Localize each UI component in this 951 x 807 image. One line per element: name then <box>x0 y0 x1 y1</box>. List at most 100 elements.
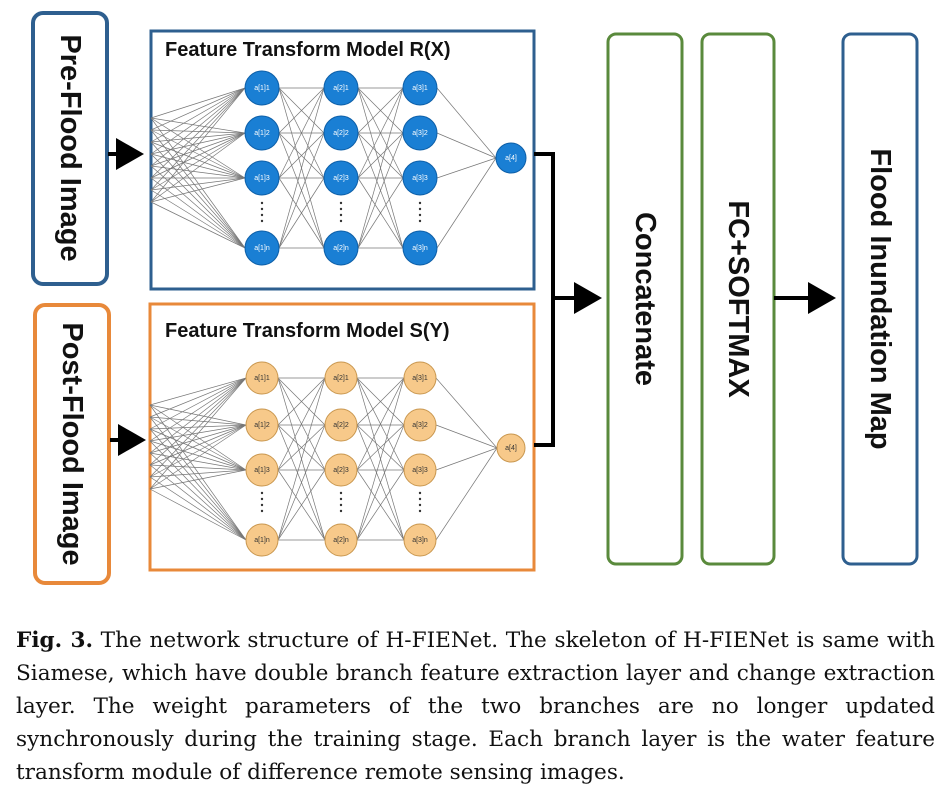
neuron-label: a[3]3 <box>412 467 428 474</box>
network-edge <box>150 87 246 167</box>
s-edges <box>149 377 498 541</box>
network-edge <box>278 177 325 249</box>
ellipsis-dot <box>260 509 264 513</box>
neuron-label: a[3]3 <box>412 175 428 182</box>
network-edge <box>150 132 246 155</box>
network-edge <box>149 377 247 478</box>
network-edge <box>357 177 404 249</box>
neuron-label: a[3]2 <box>412 130 428 137</box>
network-edge <box>150 201 246 249</box>
network-edge <box>150 132 246 191</box>
network-edge <box>150 177 246 191</box>
neuron-l3-2 <box>402 115 438 151</box>
network-edge <box>149 416 247 541</box>
network-edge <box>149 424 247 490</box>
post-flood-label: Post-Flood Image <box>56 322 88 565</box>
network-edge <box>149 464 247 471</box>
network-edge <box>150 87 246 131</box>
neuron-label: a[3]n <box>412 537 428 544</box>
network-edge <box>356 424 405 541</box>
neuron-l2-2 <box>323 115 359 151</box>
network-edge <box>150 189 246 249</box>
network-edge <box>149 424 247 454</box>
network-edge <box>150 117 246 134</box>
ellipsis-dot <box>418 213 422 217</box>
network-edge <box>277 469 326 541</box>
network-edge <box>436 87 497 159</box>
neuron-l1-1 <box>244 70 280 106</box>
network-edge <box>149 377 247 430</box>
network-edge <box>278 87 325 134</box>
neuron-l3-4 <box>402 230 438 266</box>
network-edge <box>357 87 404 134</box>
network-edge <box>278 87 325 179</box>
network-edge <box>150 153 246 249</box>
neuron-label: a[2]2 <box>333 130 349 137</box>
ellipsis-dot <box>339 497 343 501</box>
network-edge <box>150 132 246 167</box>
network-edge <box>149 404 247 541</box>
neuron-label: a[2]2 <box>333 422 349 429</box>
network-diagram: Pre-Flood Image Post-Flood Image Feature… <box>31 11 919 585</box>
network-edge <box>150 165 246 249</box>
network-edge <box>277 424 326 541</box>
ellipsis-dot <box>418 219 422 223</box>
ellipsis-dot <box>260 219 264 223</box>
neuron-label: a[1]2 <box>254 130 270 137</box>
network-edge <box>277 377 326 426</box>
neuron-label: a[1]n <box>254 537 270 544</box>
fc-softmax-label: FC+SOFTMAX <box>722 200 754 398</box>
network-edge <box>150 132 246 143</box>
model-r-title: Feature Transform Model R(X) <box>165 39 451 61</box>
network-edge <box>149 440 247 471</box>
network-edge <box>150 141 246 179</box>
ellipsis-dot <box>260 201 264 205</box>
network-edge <box>149 452 247 471</box>
network-edge <box>435 447 498 471</box>
network-edge <box>149 404 247 426</box>
network-edge <box>149 428 247 471</box>
network-edge <box>277 424 326 471</box>
network-edge <box>149 377 247 454</box>
network-edge <box>150 87 246 179</box>
network-edge <box>149 377 247 406</box>
neuron-l1-3 <box>245 453 279 487</box>
network-edge <box>277 377 326 471</box>
ellipsis-dot <box>339 509 343 513</box>
ellipsis-dot <box>260 503 264 507</box>
output-neuron-label: a[4] <box>505 155 517 162</box>
ellipsis-dot <box>339 213 343 217</box>
ellipsis-dot <box>260 491 264 495</box>
network-edge <box>436 157 497 179</box>
neuron-label: a[3]1 <box>412 375 428 382</box>
neuron-label: a[2]3 <box>333 175 349 182</box>
neuron-l2-4 <box>324 523 358 557</box>
neuron-label: a[3]2 <box>412 422 428 429</box>
network-edge <box>357 87 404 249</box>
output-neuron <box>495 142 527 174</box>
concatenate-label: Concatenate <box>629 212 661 386</box>
ellipsis-dot <box>339 491 343 495</box>
neuron-label: a[1]3 <box>254 175 270 182</box>
network-edge <box>278 87 325 249</box>
output-neuron <box>496 433 526 463</box>
network-edge <box>149 377 247 442</box>
network-edge <box>357 87 404 179</box>
neuron-l2-4 <box>323 230 359 266</box>
neuron-label: a[1]2 <box>254 422 270 429</box>
network-edge <box>149 377 247 418</box>
pre-flood-input-box <box>31 11 109 286</box>
neuron-l3-3 <box>402 160 438 196</box>
network-edge <box>150 117 246 249</box>
neuron-l2-3 <box>324 453 358 487</box>
network-edge <box>435 424 498 449</box>
model-s-title: Feature Transform Model S(Y) <box>165 320 450 342</box>
network-edge <box>149 464 247 541</box>
network-edge <box>356 377 405 471</box>
ellipsis-dot <box>418 201 422 205</box>
network-edge <box>356 469 405 541</box>
network-edge <box>277 377 326 541</box>
network-edge <box>357 132 404 179</box>
network-edge <box>149 440 247 541</box>
network-edge <box>150 87 246 203</box>
